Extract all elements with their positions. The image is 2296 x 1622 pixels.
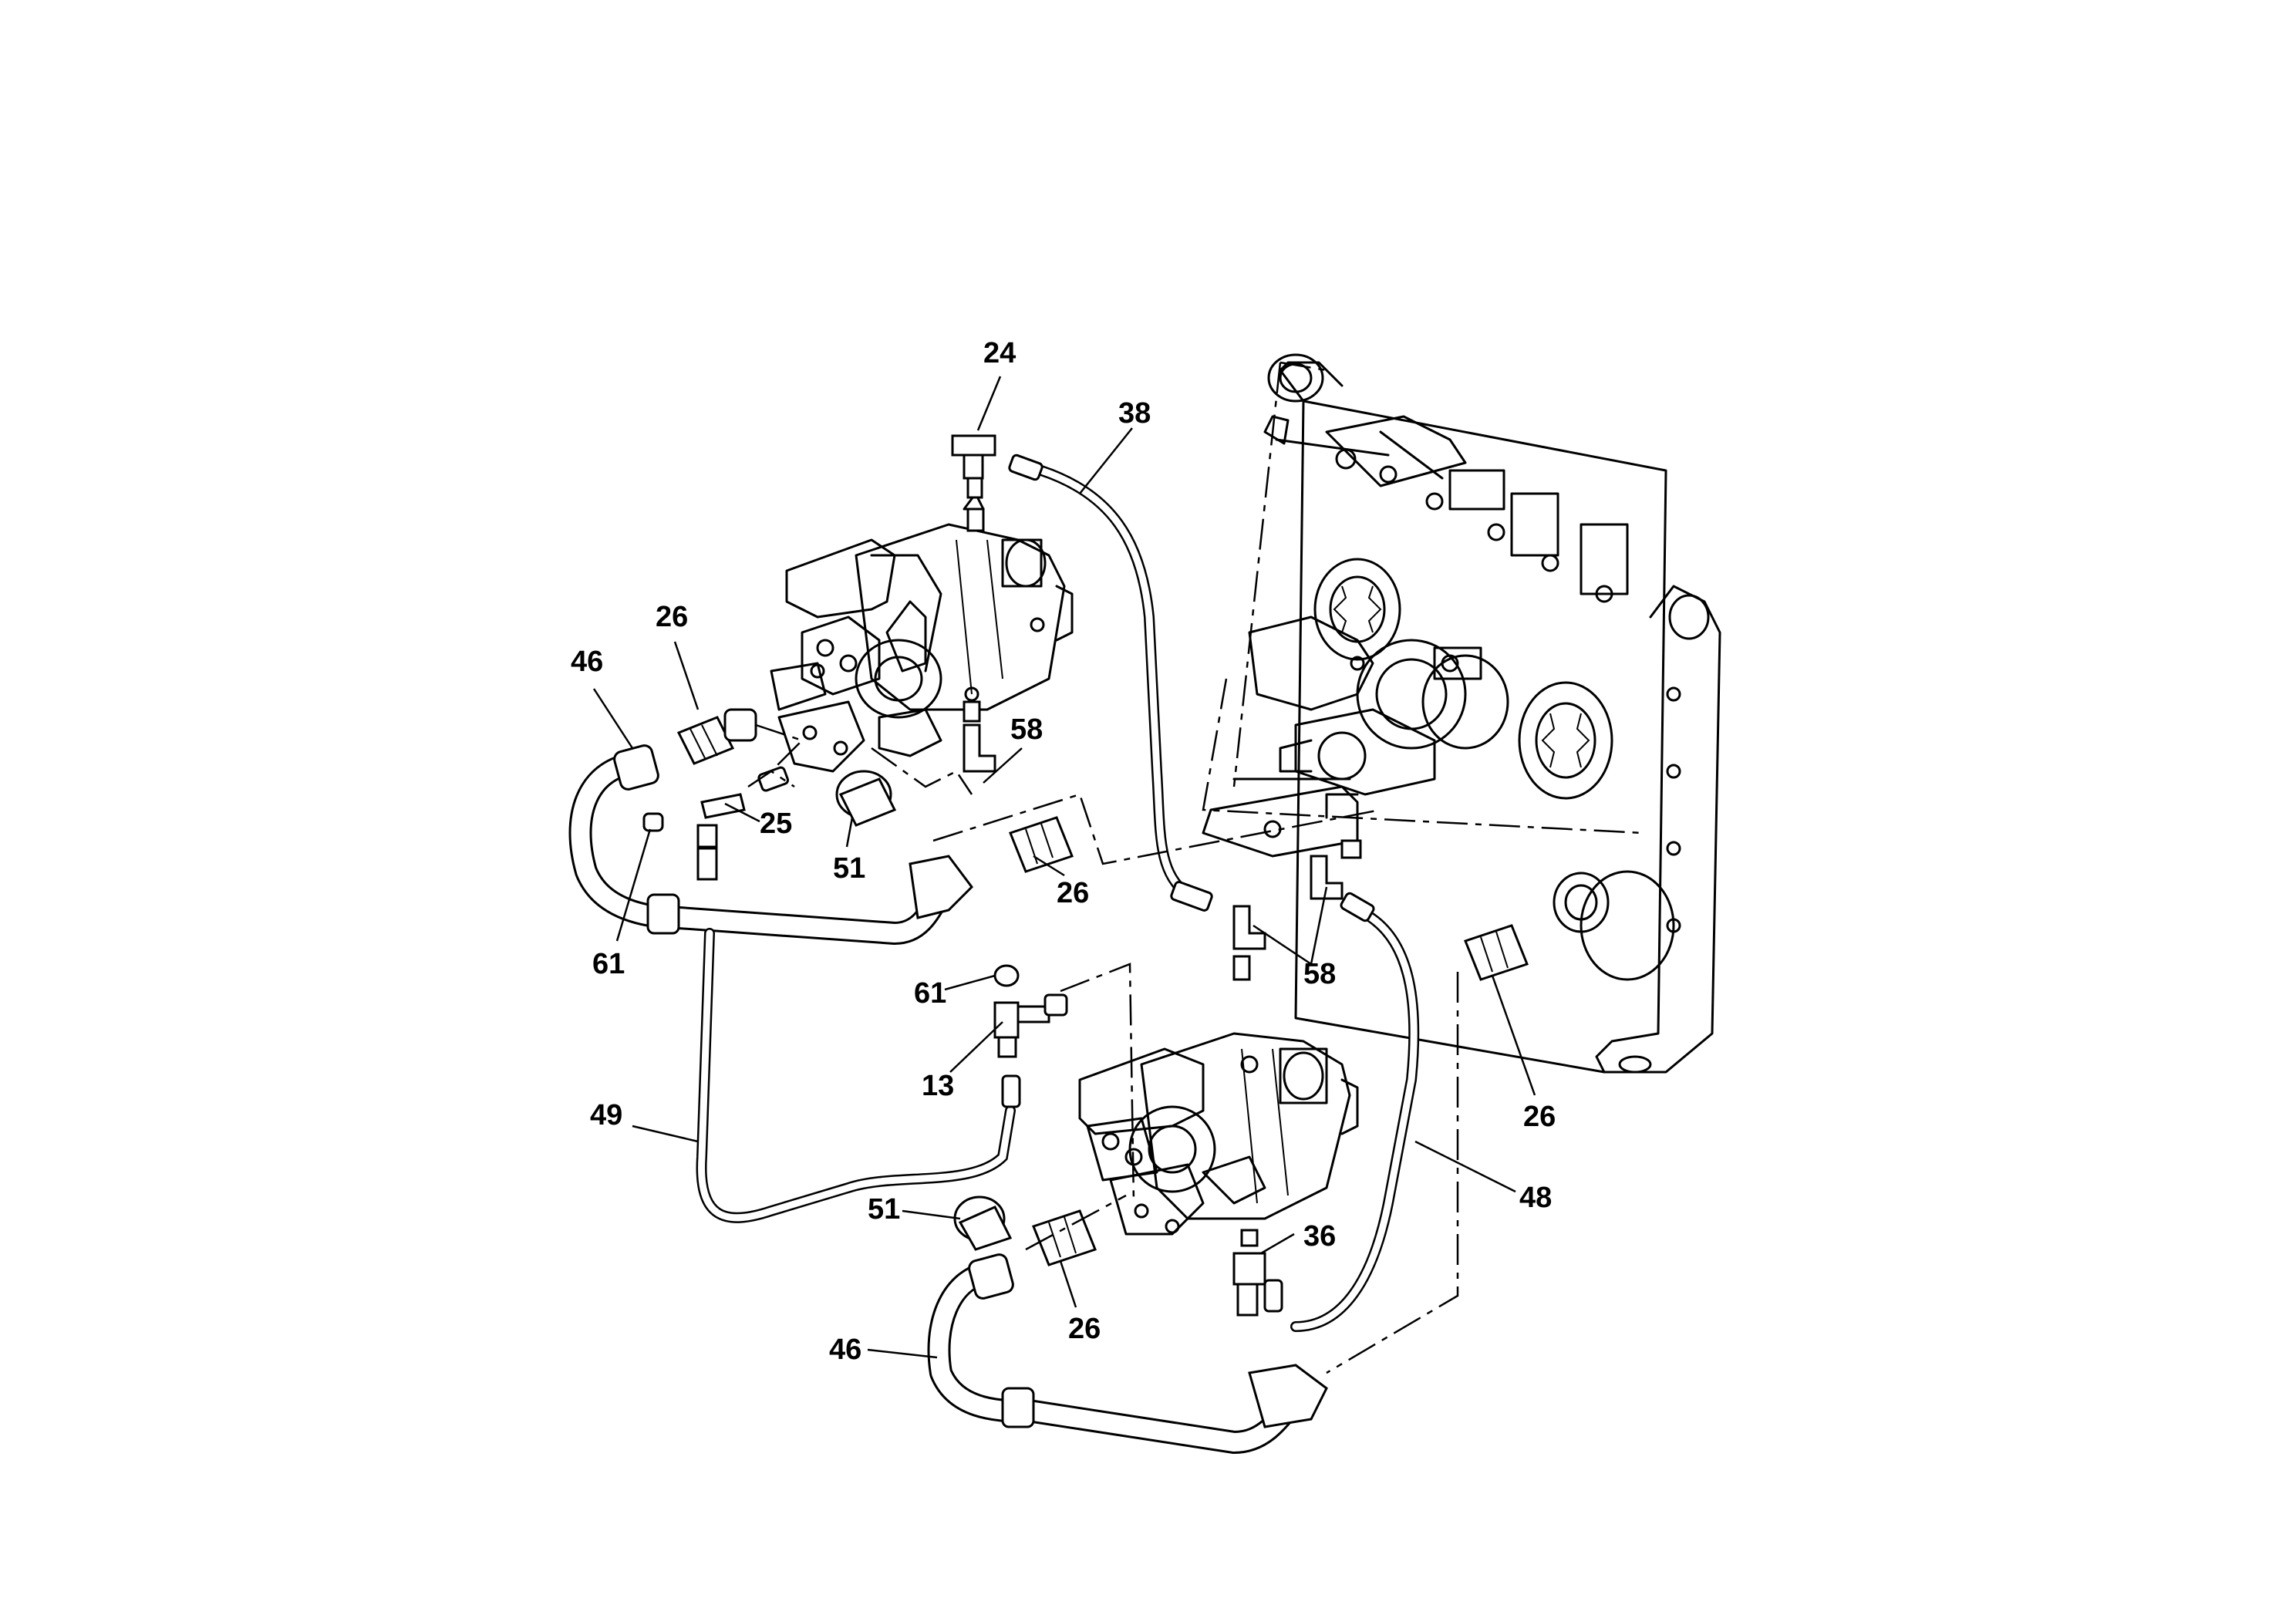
label-26-middle: 26 [1057, 877, 1089, 909]
leader-46b [867, 1348, 938, 1359]
leader-26a [673, 641, 700, 710]
leader-38 [1079, 427, 1133, 494]
label-61-lower: 61 [914, 977, 946, 1010]
label-58-upper: 58 [1010, 713, 1043, 746]
label-36: 36 [1303, 1220, 1336, 1253]
transmission-housing [1202, 353, 1721, 1074]
assembly-line-1 [932, 793, 1381, 865]
label-46-upper: 46 [571, 646, 603, 678]
leader-51b [902, 1209, 961, 1220]
label-49: 49 [590, 1099, 622, 1131]
fitting-13-61-lower [993, 964, 1068, 1058]
leader-26d [1059, 1260, 1077, 1308]
leader-51a [845, 817, 854, 848]
leader-58b [1253, 886, 1328, 966]
label-26-right: 26 [1523, 1101, 1556, 1133]
fitting-24 [951, 434, 996, 532]
assembly-line-4 [1326, 972, 1459, 1374]
leader-36 [1260, 1233, 1295, 1255]
label-61-upper: 61 [592, 948, 625, 980]
leader-24 [976, 376, 1002, 431]
hose-46-lower [927, 1253, 1328, 1454]
fitting-26-lower [1032, 1209, 1097, 1266]
hose-49 [696, 928, 1021, 1223]
leader-61a [615, 828, 652, 942]
lower-pump [1078, 1032, 1359, 1236]
leader-48 [1414, 1140, 1516, 1193]
label-51-lower: 51 [868, 1193, 900, 1226]
label-26-upper-left: 26 [656, 601, 688, 633]
label-51-upper: 51 [833, 852, 865, 885]
leader-61b [944, 974, 996, 991]
leader-25 [724, 802, 760, 823]
label-48: 48 [1519, 1182, 1552, 1214]
fitting-26-right [1464, 924, 1529, 981]
label-13: 13 [922, 1070, 954, 1102]
fitting-25-61-upper [642, 766, 795, 881]
fitting-51-upper [835, 770, 897, 827]
leader-46a [592, 688, 634, 749]
label-58-lower: 58 [1303, 958, 1336, 990]
label-24: 24 [983, 337, 1016, 369]
assembly-line-2 [1060, 963, 1135, 1204]
hose-48 [1263, 892, 1420, 1332]
label-26-lower: 26 [1068, 1313, 1101, 1345]
label-25: 25 [760, 808, 792, 840]
upper-pump [755, 492, 1074, 795]
leader-58a [983, 747, 1023, 784]
leader-26c [1491, 975, 1536, 1096]
leader-26b [1033, 855, 1065, 877]
hose-46-upper [568, 744, 973, 945]
hose-38 [1008, 454, 1213, 912]
leader-13 [949, 1021, 1003, 1073]
fitting-51-lower [953, 1195, 1013, 1251]
fitting-58-upper [963, 700, 996, 773]
fitting-26-middle [1009, 816, 1074, 873]
label-38: 38 [1118, 397, 1151, 430]
fitting-26-upper-left [676, 708, 757, 765]
leader-49 [632, 1125, 699, 1143]
fitting-36 [1232, 1229, 1266, 1317]
assembly-line-3 [1025, 1194, 1127, 1251]
fitting-58-lower [1232, 839, 1362, 981]
label-46-lower: 46 [829, 1334, 861, 1366]
